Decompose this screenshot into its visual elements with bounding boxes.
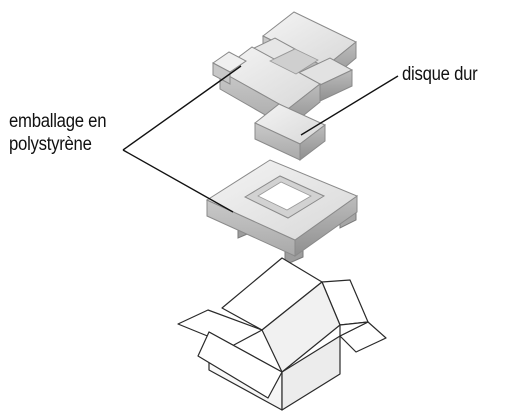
hard-drive (254, 103, 326, 162)
bottom-foam-insert (205, 159, 359, 266)
foam-label-line-1: emballage en (9, 111, 107, 132)
foam-label-line-2: polystyrène (9, 134, 92, 155)
leader-line-top-foam (122, 65, 242, 151)
cardboard-box (177, 257, 387, 411)
leader-lines (122, 65, 399, 213)
foam-packaging-label: emballage en polystyrène (9, 110, 106, 156)
hard-drive-label: disque dur (402, 64, 478, 85)
leader-line-hard-drive (300, 75, 399, 136)
leader-line-bottom-foam (122, 149, 234, 213)
